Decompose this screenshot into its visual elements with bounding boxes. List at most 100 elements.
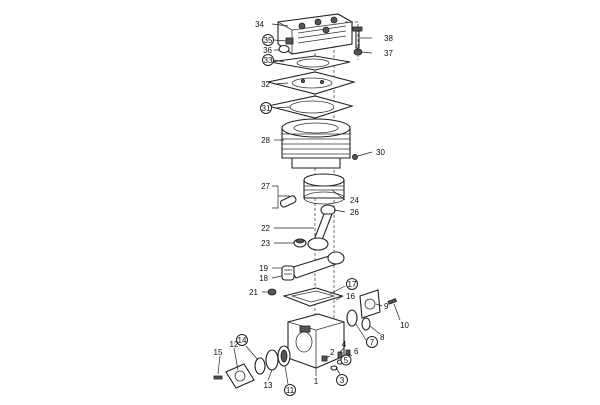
leader-18 [271,275,283,279]
valve-plate-32 [267,71,357,95]
leader-6 [347,353,353,357]
seal-ring-7 [346,309,358,327]
leader-15 [217,355,221,375]
washer-3 [330,365,338,371]
label-2: 2 [330,348,335,357]
leader-34 [271,23,289,27]
label-16: 16 [346,292,355,301]
label-30: 30 [376,148,385,157]
label-23: 23 [261,239,270,248]
crankcase-1 [287,313,345,369]
connecting-rod-26 [307,204,336,251]
bolt-axis [345,21,359,60]
leader-4 [339,347,345,353]
callout-circle-35 [262,34,274,46]
label-18: 18 [259,274,268,283]
leader-16 [335,295,344,301]
leader-10 [393,303,401,321]
gasket-13 [265,349,279,371]
label-27: 27 [261,182,270,191]
leader-35 [273,39,287,42]
callout-circle-17 [346,278,358,290]
label-21: 21 [249,288,258,297]
cylinder-gasket-31 [267,95,354,119]
label-9: 9 [384,302,389,311]
leader-8 [369,325,381,335]
cylinder-head [277,13,353,55]
crankshaft-nut-21 [267,288,277,296]
leader-31 [273,106,291,109]
screw-30 [351,153,358,160]
callout-circle-14 [236,334,248,346]
piston-pin-27 [279,195,297,208]
leader-11 [284,365,289,385]
oil-seal-14 [254,357,266,375]
seal-ring-8 [361,317,371,331]
callout-circle-5 [340,354,352,366]
leader-lines [217,23,401,385]
label-11: 11 [286,386,295,395]
label-37: 37 [384,49,393,58]
label-34: 34 [255,20,264,29]
label-12: 12 [230,340,239,349]
leader-30 [357,151,373,157]
label-17: 17 [348,280,357,289]
label-7: 7 [370,338,375,347]
head-gasket-33 [269,55,351,71]
label-10: 10 [400,321,409,330]
label-33: 33 [264,56,273,65]
label-35: 35 [264,36,273,45]
label-32: 32 [261,80,270,89]
plug-part [285,37,294,45]
label-36: 36 [263,46,272,55]
side-cover-screw-10 [387,298,397,305]
head-bolt [352,26,363,49]
leader-12 [233,347,239,371]
cylinder-block-28 [281,118,351,169]
leader-7 [355,323,367,341]
label-4: 4 [342,340,347,349]
label-13: 13 [264,381,273,390]
crankshaft-19 [281,251,345,281]
piston-24 [303,173,345,205]
callout-circle-11 [284,384,296,396]
callout-circle-33 [262,54,274,66]
label-5: 5 [344,356,349,365]
leader-26 [333,209,346,213]
label-26: 26 [350,208,359,217]
label-31: 31 [262,104,271,113]
leader-27 [272,185,290,209]
label-19: 19 [259,264,268,273]
label-28: 28 [261,136,270,145]
label-14: 14 [238,336,247,345]
leader-32 [273,82,289,85]
leader-33 [273,59,285,63]
screw-15 [213,375,223,380]
leader-37 [361,51,373,54]
bearing-23 [293,238,307,248]
leader-2 [325,355,331,359]
leader-3 [335,367,341,375]
leader-13 [267,369,273,381]
leader-17 [329,285,346,295]
ball-bearing-11 [277,345,291,367]
callout-circles [236,34,378,396]
leader-9 [375,303,383,307]
label-8: 8 [380,333,385,342]
label-3: 3 [340,376,345,385]
leader-14 [245,345,259,361]
callout-circle-31 [260,102,272,114]
label-15: 15 [214,348,223,357]
leader-24 [331,189,346,201]
callout-labels: 34 35 36 33 38 37 32 31 28 30 27 24 26 2… [214,20,410,395]
label-6: 6 [354,347,359,356]
label-38: 38 [384,34,393,43]
label-1: 1 [314,377,319,386]
label-24: 24 [350,196,359,205]
label-22: 22 [261,224,270,233]
plug-2 [321,355,328,362]
callout-circle-3 [336,374,348,386]
side-cover-9 [359,289,381,319]
